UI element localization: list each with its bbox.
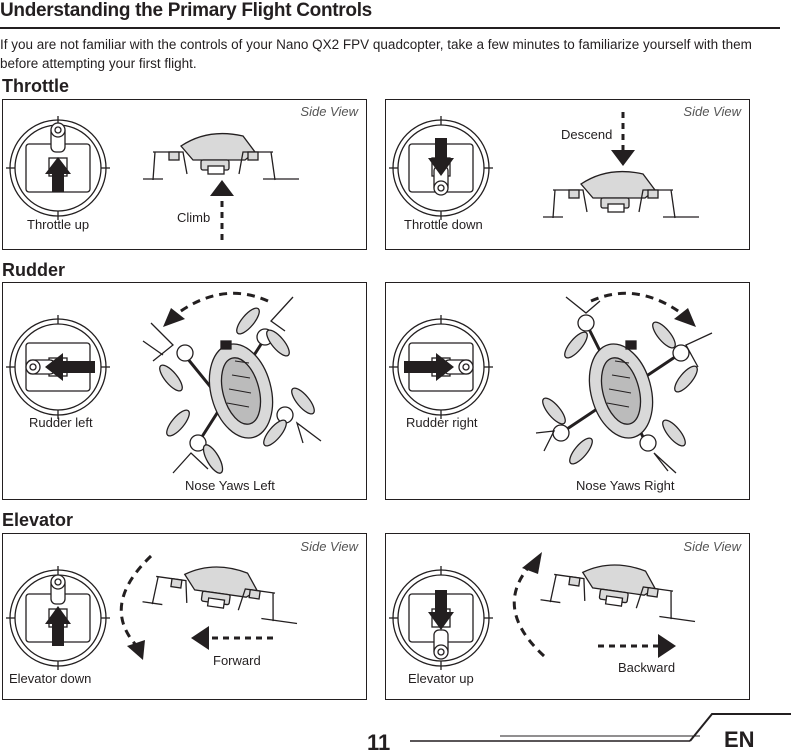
throttle-down-label: Throttle down <box>404 217 483 232</box>
throttle-heading: Throttle <box>2 76 69 96</box>
intro-paragraph: If you are not familiar with the control… <box>0 37 752 71</box>
descend-arrow-icon <box>611 112 635 166</box>
drone-side-tilted-icon <box>142 566 298 625</box>
elevator-up-label: Elevator up <box>408 671 474 686</box>
elevator-up-illustration <box>389 552 696 670</box>
side-view-label: Side View <box>683 539 741 554</box>
climb-label: Climb <box>177 210 211 225</box>
drone-side-tilted-icon <box>540 564 696 623</box>
drone-side-icon <box>543 170 699 219</box>
rudder-right-panel: Rudder right Nose Yaws Right <box>385 282 750 500</box>
rudder-heading: Rudder <box>2 260 65 280</box>
title-divider <box>0 27 780 29</box>
arrow-up-icon <box>45 157 71 192</box>
elevator-heading: Elevator <box>2 510 74 530</box>
footer-rule-graphic <box>410 713 791 742</box>
throttle-down-panel: Side View Throttle down Descend <box>385 99 750 250</box>
rudder-left-illustration <box>6 291 322 474</box>
rudder-left-label: Rudder left <box>29 415 93 430</box>
page-title: Understanding the Primary Flight Control… <box>0 0 372 21</box>
arrow-down-icon <box>428 138 454 176</box>
rudder-right-illustration <box>389 291 713 474</box>
nose-yaws-left-label: Nose Yaws Left <box>185 478 275 493</box>
rudder-left-panel: Rudder left Nose Yaws Left <box>2 282 367 500</box>
drone-side-icon <box>143 132 299 181</box>
elevator-down-panel: Side View Elevator down Forward <box>2 533 367 700</box>
backward-arrow-icon <box>598 634 676 658</box>
climb-arrow-icon <box>210 180 234 240</box>
arrow-up-icon <box>45 606 71 646</box>
side-view-label: Side View <box>300 104 358 119</box>
rudder-right-label: Rudder right <box>406 415 478 430</box>
throttle-up-label: Throttle up <box>27 217 90 232</box>
throttle-up-illustration <box>6 116 299 240</box>
yaw-left-arrow-icon <box>163 291 269 327</box>
language-tab: EN <box>724 727 755 752</box>
arrow-left-icon <box>45 353 95 381</box>
throttle-down-illustration <box>389 112 699 220</box>
throttle-up-panel: Side View Throttle up Climb <box>2 99 367 250</box>
drone-top-icon <box>535 296 713 474</box>
elevator-down-label: Elevator down <box>9 671 92 686</box>
forward-label: Forward <box>213 653 261 668</box>
nose-yaws-right-label: Nose Yaws Right <box>576 478 675 493</box>
side-view-label: Side View <box>300 539 358 554</box>
descend-label: Descend <box>561 127 613 142</box>
backward-label: Backward <box>618 660 676 675</box>
arrow-right-icon <box>404 353 454 381</box>
elevator-down-illustration <box>6 554 298 670</box>
drone-top-icon <box>142 296 322 474</box>
page-number: 11 <box>367 730 391 755</box>
pitch-arrow-icon <box>512 552 546 658</box>
side-view-label: Side View <box>683 104 741 119</box>
arrow-down-icon <box>428 590 454 630</box>
forward-arrow-icon <box>191 626 273 650</box>
pitch-arrow-icon <box>119 554 153 660</box>
elevator-up-panel: Side View Elevator up Backward <box>385 533 750 700</box>
yaw-right-arrow-icon <box>590 291 696 327</box>
